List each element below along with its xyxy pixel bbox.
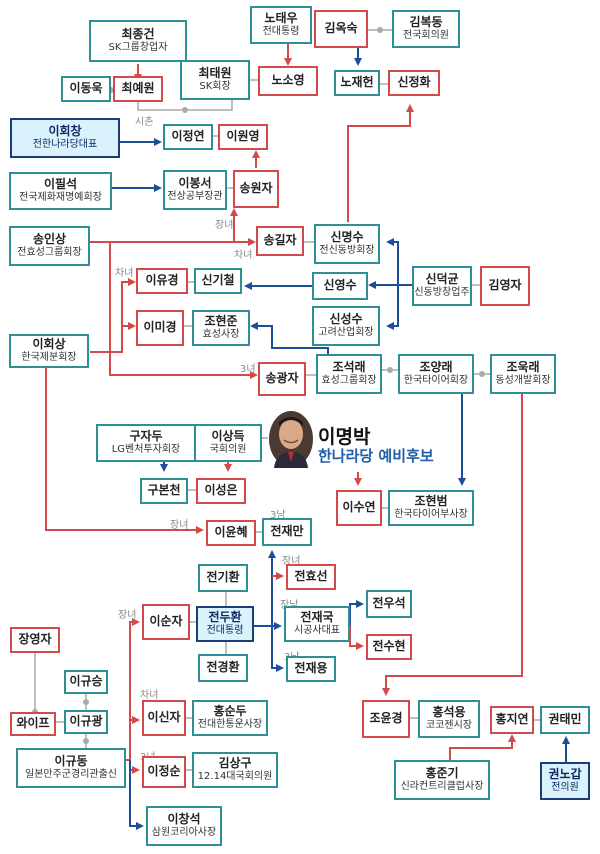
person-lee-gyugwang: 이규광 <box>64 710 108 734</box>
relation-label-eldest-son: 장남 <box>280 596 298 611</box>
person-lee-sunja: 이순자 <box>142 604 190 640</box>
person-shin-gicheol: 신기철 <box>194 268 242 294</box>
person-shin-yeongsu: 신영수 <box>312 272 368 300</box>
person-roh-soyoung: 노소영 <box>258 66 318 96</box>
person-jeon-jaeyong: 전재용 <box>286 656 336 682</box>
relation-label-second-daughter: 차녀 <box>115 268 134 279</box>
person-jeon-suhyeon: 전수현 <box>366 634 412 660</box>
portrait-photo <box>268 410 314 468</box>
person-song-gilja: 송길자 <box>256 226 304 256</box>
person-hong-jiyeon: 홍지연 <box>490 706 534 734</box>
person-koo-boncheon: 구본천 <box>140 478 188 504</box>
person-lee-yugyeong: 이유경 <box>136 268 188 294</box>
person-lee-wonyoung: 이원영 <box>218 124 268 150</box>
relation-label-eldest-daughter: 장녀 <box>215 220 234 231</box>
relation-label-second-daughter: 차녀 <box>140 690 159 701</box>
center-person-role: 한나라당 예비후보 <box>318 447 434 465</box>
relation-label-second-daughter: 차녀 <box>234 250 253 261</box>
person-jeon-gyeonghwan: 전경환 <box>198 654 248 682</box>
person-lee-yunhye: 이윤혜 <box>206 520 256 546</box>
center-person-name: 이명박 <box>318 426 371 448</box>
person-kim-yeongja: 김영자 <box>480 266 530 306</box>
person-lee-migyeong: 이미경 <box>136 310 184 346</box>
person-lee-jeongyeon: 이정연 <box>163 124 213 150</box>
person-jeon-useok: 전우석 <box>366 590 412 618</box>
person-choi-yewon: 최예원 <box>113 76 163 102</box>
person-lee-jeongsun: 이정순 <box>142 756 186 788</box>
person-lee-gyuseung: 이규승 <box>64 670 108 694</box>
relation-label-eldest-daughter: 장녀 <box>118 610 137 621</box>
person-kwon-taemin: 권태민 <box>540 706 590 734</box>
person-wife: 와이프 <box>10 712 56 736</box>
person-song-gwangja: 송광자 <box>258 362 306 396</box>
person-shin-junghwa: 신정화 <box>388 70 440 96</box>
person-jeon-gihwan: 전기환 <box>198 564 248 592</box>
relation-label-sachon: 시촌 <box>135 117 154 128</box>
person-roh-jaeheon: 노재헌 <box>334 70 380 96</box>
person-lee-sinja: 이신자 <box>142 700 186 736</box>
relation-label-eldest-daughter: 장녀 <box>282 556 301 567</box>
person-jang-yeongja: 장영자 <box>10 627 60 653</box>
person-lee-seongeun: 이성은 <box>196 478 246 504</box>
person-kim-oksuk: 김옥숙 <box>314 10 368 48</box>
relation-label-third-son: 3남 <box>270 510 286 521</box>
person-song-wonja: 송원자 <box>233 170 279 208</box>
person-lee-suyeon: 이수연 <box>336 490 382 526</box>
relation-label-third-daughter: 3녀 <box>240 364 256 375</box>
person-jeon-hyoseon: 전효선 <box>286 564 336 590</box>
person-jeon-jaeman: 전재만 <box>262 518 312 546</box>
person-cho-yungyeong: 조윤경 <box>362 700 410 738</box>
person-lee-donguk: 이동욱 <box>61 76 111 102</box>
relation-label-eldest-daughter: 장녀 <box>170 520 189 531</box>
